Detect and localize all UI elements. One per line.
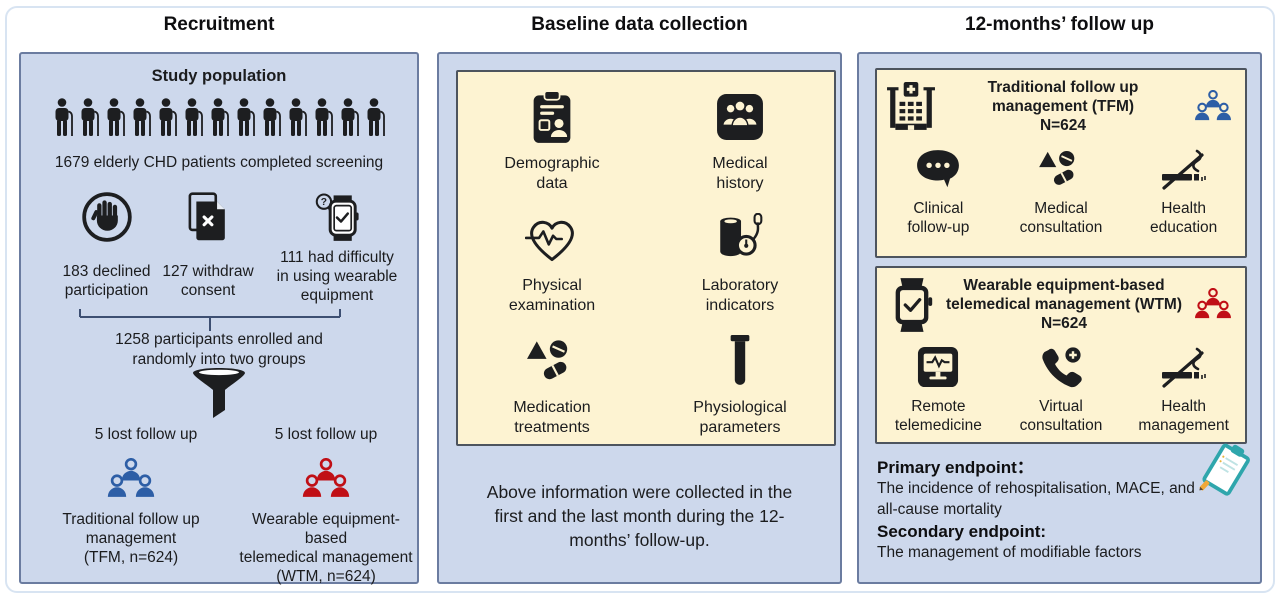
elderly-person-icon <box>311 96 335 140</box>
people-group-icon <box>103 458 159 502</box>
baseline-item-label: Physiological parameters <box>693 399 787 436</box>
wtm-item-label: Health management <box>1138 398 1229 434</box>
study-population-icons <box>21 96 417 140</box>
enrolled-text: 1258 participants enrolled and randomly … <box>115 331 323 368</box>
exclusion-withdraw-label: 127 withdraw consent <box>162 263 254 299</box>
wtm-item: Health management <box>1122 343 1245 435</box>
exclusion-wearable-label: 111 had difficulty in using wearable equ… <box>276 249 398 304</box>
heart-pulse-icon <box>525 214 579 264</box>
pills-icon <box>527 339 577 383</box>
recruitment-panel: Study population 1679 elderly CHD patien… <box>19 52 419 586</box>
tfm-item: Health education <box>1122 145 1245 237</box>
no-smoking-icon <box>1160 147 1208 191</box>
study-population-label: Study population <box>151 67 287 85</box>
elderly-person-icon <box>77 96 101 140</box>
elderly-person-icon <box>155 96 179 140</box>
family-icon <box>716 93 764 141</box>
hospital-icon <box>887 82 935 132</box>
clipboard-person-icon <box>530 90 574 144</box>
tfm-group: Traditional follow up management (TFM, n… <box>29 458 233 567</box>
elderly-person-icon <box>363 96 387 140</box>
baseline-items-box: Demographic data Medical history Physica… <box>456 70 836 446</box>
exclusion-declined: 183 declined participation <box>39 186 174 300</box>
exclusion-withdraw: 127 withdraw consent <box>143 186 273 300</box>
wtm-box-title: Wearable equipment-based telemedical man… <box>946 277 1182 332</box>
document-x-icon <box>186 191 230 243</box>
baseline-item: Physical examination <box>458 210 646 322</box>
wtm-item-label: Virtual consultation <box>1019 398 1103 434</box>
people-group-icon <box>1191 288 1235 322</box>
elderly-person-icon <box>259 96 283 140</box>
figure-frame <box>5 6 1275 593</box>
baseline-note: Above information were collected in the … <box>486 482 793 550</box>
tfm-box-title: Traditional follow up management (TFM) N… <box>987 79 1139 134</box>
screening-text: 1679 elderly CHD patients completed scre… <box>54 154 384 171</box>
baseline-item-label: Laboratory indicators <box>701 277 779 314</box>
people-group-icon <box>1191 90 1235 124</box>
baseline-item-label: Medication treatments <box>513 399 591 436</box>
elderly-person-icon <box>51 96 75 140</box>
wtm-group-label: Wearable equipment-based telemedical man… <box>239 511 413 585</box>
secondary-endpoint-label: Secondary endpoint: <box>877 522 1047 541</box>
tfm-item-label: Clinical follow-up <box>907 200 970 236</box>
elderly-person-icon <box>233 96 257 140</box>
elderly-person-icon <box>285 96 309 140</box>
followup-panel: Traditional follow up management (TFM) N… <box>857 52 1262 584</box>
phone-plus-icon <box>1040 346 1082 388</box>
people-group-icon <box>298 458 354 502</box>
tfm-items: Clinical follow-up Medical consultation … <box>877 145 1245 237</box>
secondary-endpoint-text: The management of modifiable factors <box>877 544 1142 561</box>
wtm-group: Wearable equipment-based telemedical man… <box>233 458 419 586</box>
elderly-person-icon <box>103 96 127 140</box>
bracket <box>79 309 341 331</box>
lost-followup-tfm: 5 lost follow up <box>94 426 198 443</box>
elderly-person-icon <box>337 96 361 140</box>
bp-monitor-icon <box>716 213 764 265</box>
baseline-item-label: Physical examination <box>508 277 596 314</box>
primary-endpoint-label: Primary endpoint： <box>877 458 1034 477</box>
wtm-items: Remote telemedicine Virtual consultation… <box>877 343 1245 435</box>
pills-icon <box>1039 150 1083 188</box>
primary-endpoint-text: The incidence of rehospitalisation, MACE… <box>877 480 1195 518</box>
test-tube-icon <box>729 335 751 387</box>
tfm-box: Traditional follow up management (TFM) N… <box>875 68 1247 258</box>
baseline-item: Medication treatments <box>458 332 646 444</box>
wtm-header: Wearable equipment-based telemedical man… <box>877 268 1245 333</box>
stop-hand-icon <box>81 191 133 243</box>
telemedicine-monitor-icon <box>917 346 959 388</box>
tfm-header: Traditional follow up management (TFM) N… <box>877 70 1245 135</box>
baseline-item: Physiological parameters <box>646 332 834 444</box>
elderly-person-icon <box>181 96 205 140</box>
tfm-item: Medical consultation <box>1000 145 1123 237</box>
exclusion-wearable: 111 had difficulty in using wearable equ… <box>263 186 411 305</box>
baseline-item: Medical history <box>646 88 834 200</box>
smartwatch-icon <box>887 278 937 332</box>
baseline-item: Laboratory indicators <box>646 210 834 322</box>
baseline-title: Baseline data collection <box>531 14 748 35</box>
baseline-panel: Demographic data Medical history Physica… <box>437 52 842 584</box>
wtm-item: Remote telemedicine <box>877 343 1000 435</box>
recruitment-title: Recruitment <box>163 14 275 35</box>
elderly-person-icon <box>207 96 231 140</box>
chat-dots-icon <box>915 148 961 190</box>
wtm-box: Wearable equipment-based telemedical man… <box>875 266 1247 444</box>
no-smoking-icon <box>1160 345 1208 389</box>
tfm-item-label: Health education <box>1150 200 1218 236</box>
elderly-person-icon <box>129 96 153 140</box>
lost-followup-wtm: 5 lost follow up <box>274 426 378 443</box>
watch-question-icon <box>314 192 360 242</box>
funnel-icon <box>192 368 246 418</box>
wtm-item: Virtual consultation <box>1000 343 1123 435</box>
exclusion-declined-label: 183 declined participation <box>62 263 151 299</box>
baseline-item: Demographic data <box>458 88 646 200</box>
followup-title: 12-months’ follow up <box>965 14 1154 35</box>
baseline-item-label: Demographic data <box>504 155 600 192</box>
tfm-item: Clinical follow-up <box>877 145 1000 237</box>
tfm-item-label: Medical consultation <box>1019 200 1103 236</box>
baseline-item-label: Medical history <box>712 155 768 192</box>
wtm-item-label: Remote telemedicine <box>894 398 982 434</box>
endpoints: Primary endpoint： The incidence of rehos… <box>877 456 1229 564</box>
tfm-group-label: Traditional follow up management (TFM, n… <box>62 511 200 566</box>
